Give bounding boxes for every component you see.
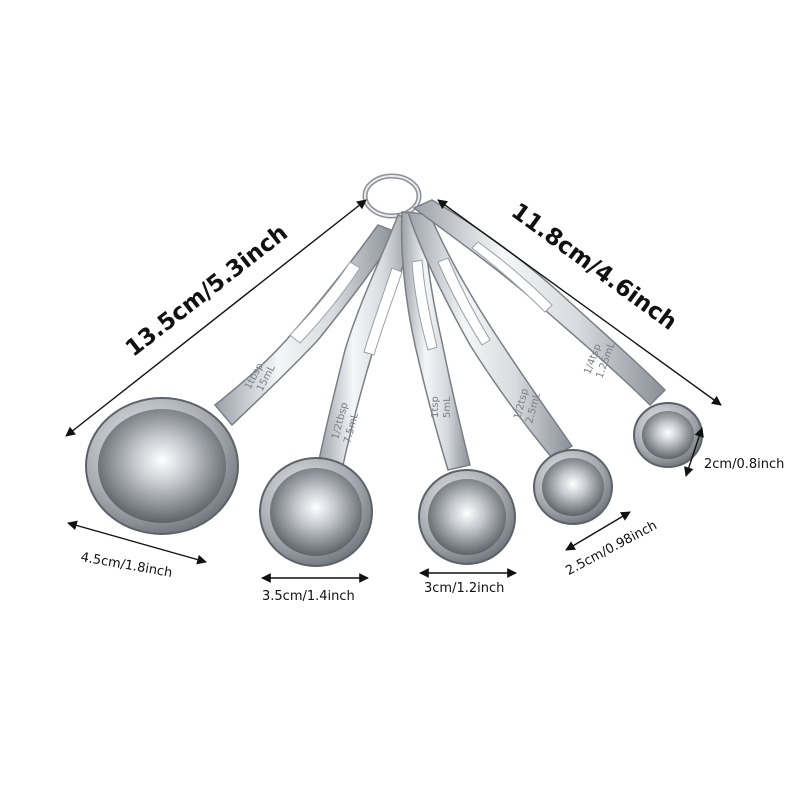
bowl-2-label: 3.5cm/1.4inch [262,589,355,604]
bowl-5-arrow [684,427,704,477]
handle-cutout [411,259,438,351]
bowl-4-arrow [565,511,631,551]
handle-cutout [363,267,403,356]
spoon-half-tbsp: 1/2tbsp 7.5mL [259,214,419,567]
bowl-1-arrow [67,520,207,565]
bowl-5-label: 2cm/0.8inch [704,457,785,472]
svg-text:5mL: 5mL [442,396,453,418]
length-short-arrow [437,199,722,406]
length-long-arrow [65,199,367,437]
svg-text:1tsp: 1tsp [430,396,441,418]
bowl-3-label: 3cm/1.2inch [424,581,505,596]
